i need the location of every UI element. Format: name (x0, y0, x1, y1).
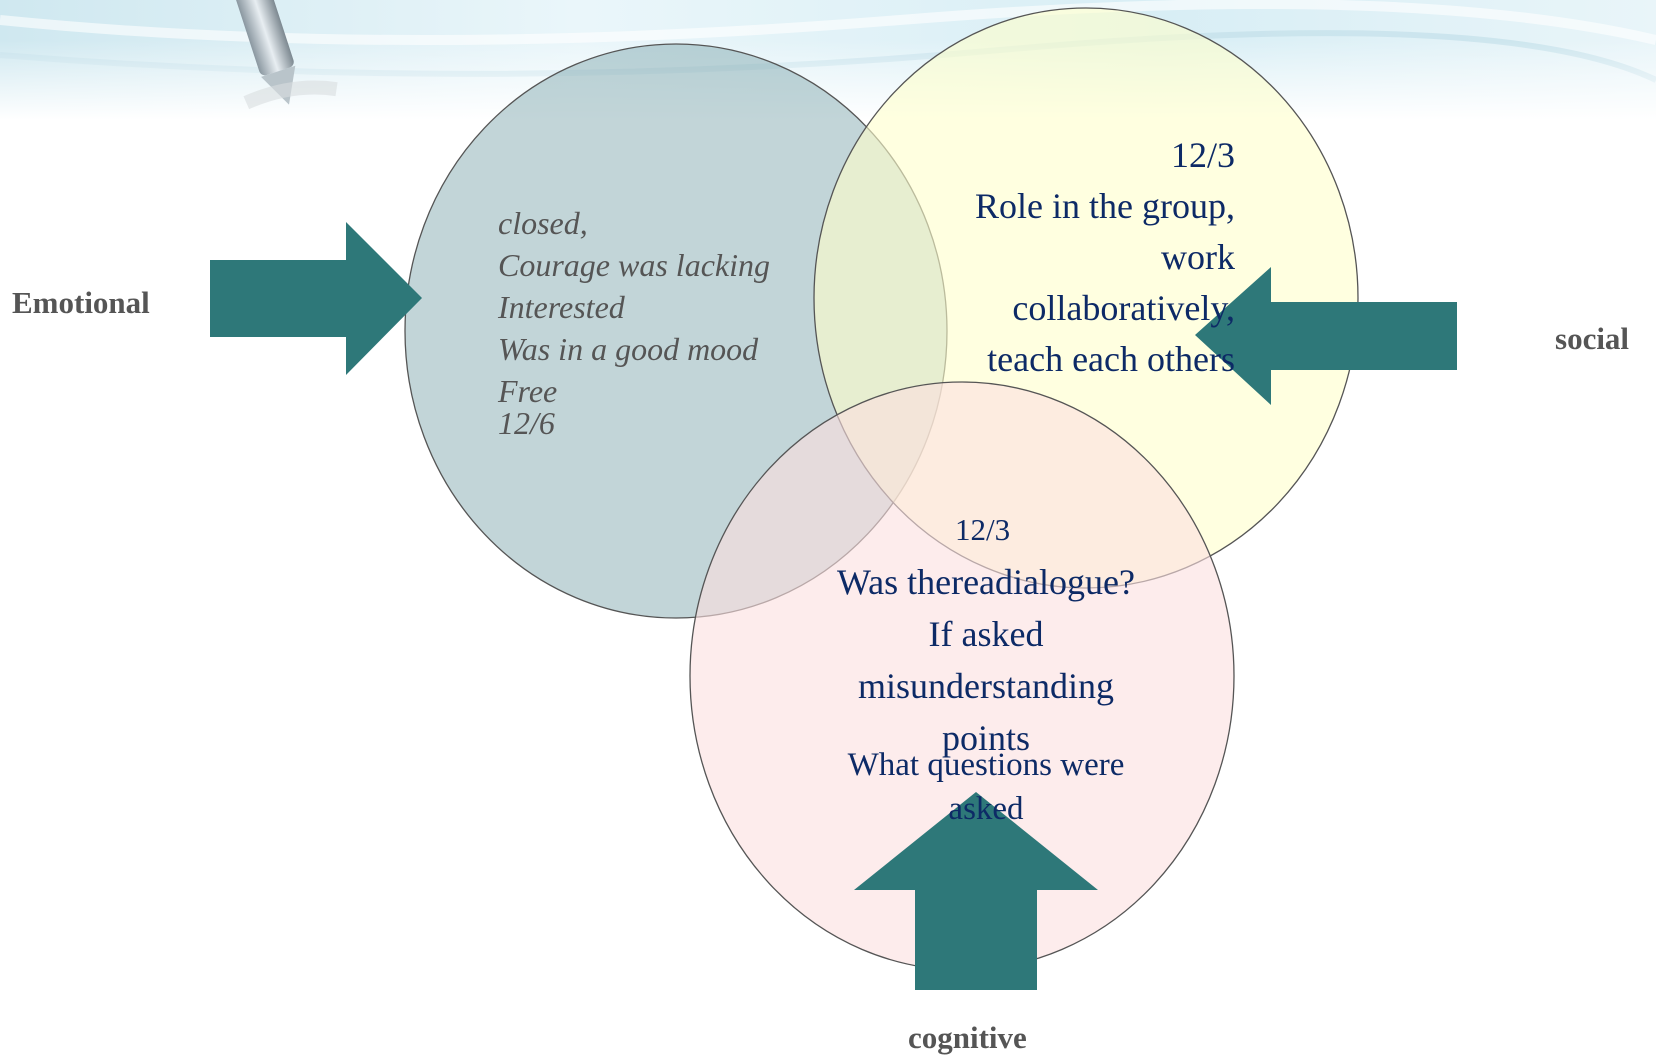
social-date: 12/3 (1170, 135, 1235, 175)
cognitive-line: Was thereadialogue? (837, 562, 1135, 602)
cognitive-line: misunderstanding (858, 666, 1114, 706)
cognitive-text-block: Was thereadialogue? If asked misundersta… (786, 556, 1186, 764)
social-label: social (1555, 321, 1630, 356)
emotional-line: Free (498, 373, 558, 409)
emotional-date: 12/6 (498, 405, 555, 441)
emotional-label: Emotional (12, 285, 150, 320)
arrow-right-icon (210, 222, 422, 375)
social-line: Role in the group, (975, 186, 1235, 226)
cognitive-question-line: asked (948, 791, 1024, 827)
cognitive-date: 12/3 (955, 512, 1011, 547)
cognitive-line: If asked (928, 614, 1044, 654)
emotional-line: Was in a good mood (498, 331, 759, 367)
emotional-line: Courage was lacking (498, 247, 770, 283)
cognitive-label: cognitive (908, 1020, 1027, 1055)
social-text-block: 12/3 Role in the group, work collaborati… (975, 130, 1235, 385)
arrow-left-icon (1195, 267, 1457, 405)
emotional-text-block: closed, Courage was lacking Interested W… (498, 202, 770, 412)
cognitive-line: points (941, 718, 1030, 758)
social-line: teach each others (987, 339, 1235, 379)
social-line: collaboratively, (1012, 288, 1235, 328)
cognitive-question-line: What questions were (847, 747, 1125, 783)
emotional-line: closed, (498, 205, 588, 241)
pen-icon (233, 0, 338, 110)
arrow-up-icon (854, 792, 1098, 990)
social-line: work (1161, 237, 1235, 277)
cognitive-question-block: What questions were asked (786, 743, 1186, 831)
emotional-line: Interested (498, 289, 625, 325)
